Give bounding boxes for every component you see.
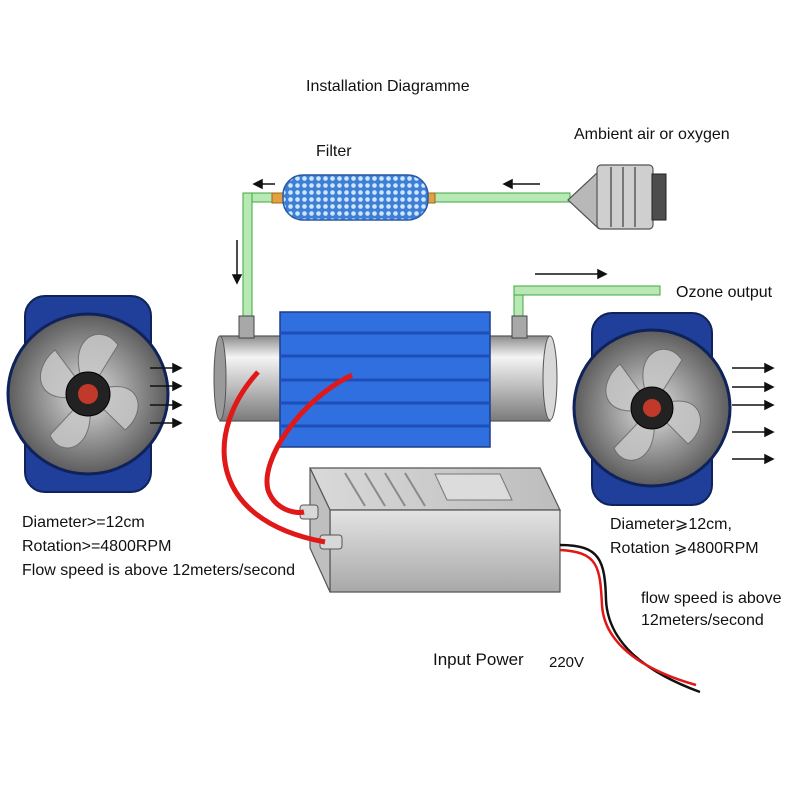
left-airflow-arrows xyxy=(150,362,183,429)
tubing xyxy=(242,192,661,323)
arrow-left-filter-outlet xyxy=(252,178,275,190)
voltage-label: 220V xyxy=(549,654,585,671)
right-fan-flow-line2: 12meters/second xyxy=(641,612,764,629)
ambient-air-inlet xyxy=(567,164,667,230)
hv-wire-2 xyxy=(264,372,354,515)
flow-arrows xyxy=(231,178,608,285)
arrow-right-ozone-output xyxy=(535,268,608,280)
left-fan-flow: Flow speed is above 12meters/second xyxy=(22,562,296,579)
ozone-generator-cylinder xyxy=(213,311,558,448)
hv-wire-1 xyxy=(221,370,326,545)
power-wire-black xyxy=(559,543,701,694)
right-fan xyxy=(572,312,732,506)
ozone-output-tube-horizontal xyxy=(513,285,661,296)
down-tube xyxy=(242,192,253,319)
wires xyxy=(221,370,701,694)
cylinder-outlet-nozzle xyxy=(511,315,528,339)
arrow-down-tube xyxy=(231,240,243,285)
input-power-label: Input Power xyxy=(433,650,524,669)
inlet-tube xyxy=(429,192,571,203)
cylinder-inlet-nozzle xyxy=(238,315,255,339)
power-supply-box xyxy=(299,467,561,593)
diagram-title: Installation Diagramme xyxy=(306,78,470,95)
left-fan-rotation: Rotation>=4800RPM xyxy=(22,538,172,555)
filter-label: Filter xyxy=(316,143,352,160)
power-wire-red xyxy=(559,548,697,687)
right-fan-flow-line1: flow speed is above xyxy=(641,590,782,607)
filter-body xyxy=(282,174,429,221)
right-fan-rotation: Rotation ⩾4800RPM xyxy=(610,540,759,557)
left-fan xyxy=(6,295,170,493)
ozone-output-label: Ozone output xyxy=(676,284,773,301)
filter xyxy=(271,174,436,221)
right-fan-diameter: Diameter⩾12cm, xyxy=(610,516,732,533)
arrow-left-filter-inlet xyxy=(502,178,540,190)
ambient-air-label: Ambient air or oxygen xyxy=(574,126,730,143)
left-fan-diameter: Diameter>=12cm xyxy=(22,514,145,531)
right-airflow-arrows xyxy=(732,362,775,465)
